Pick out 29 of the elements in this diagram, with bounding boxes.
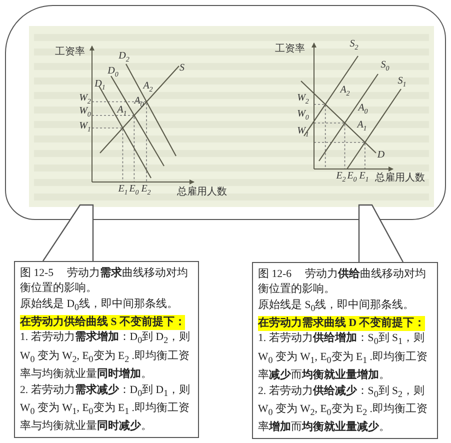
caption-box bbox=[14, 261, 199, 438]
axis-title: 总雇用人数 bbox=[177, 186, 227, 198]
note-text: 在劳动力需求曲线 D 不变前提下： bbox=[258, 316, 426, 332]
curve-label: E$_{2}$ bbox=[141, 184, 151, 198]
curve-label: A$_{1}$ bbox=[117, 104, 127, 120]
curve-label: D$_{0}$ bbox=[108, 66, 118, 80]
note-text: 1. 若劳动力需求增加：D$_{0}$到 D$_{2}$，则 W$_{0}$ 变为 W$_{2}$, E$_{0}$变为 E$_{2}$ .即均衡工资率与均衡就业量同时增加。 bbox=[20, 330, 192, 382]
curve-label: W$_{0}$ bbox=[79, 106, 91, 120]
figure-caption: 图 12-6 劳动力供给曲线移动对均衡位置的影响。 bbox=[258, 267, 428, 298]
curve-label: E$_{0}$ bbox=[129, 184, 139, 198]
note-text: 原始线是 D$_{0}$线，即中间那条线。 bbox=[20, 296, 179, 314]
callout-pointer bbox=[358, 204, 404, 263]
curve-label: W$_{1}$ bbox=[79, 120, 91, 136]
curve-label: A$_{2}$ bbox=[143, 80, 153, 96]
curve-label: A$_{0}$ bbox=[134, 96, 144, 110]
note-text: 1. 若劳动力供给增加：S$_{0}$到 S$_{1}$，则 W$_{0}$ 变为 W$_{1}$, E$_{0}$变为 E$_{1}$ .即均衡工资率减少而均衡就业量增加。 bbox=[258, 331, 428, 384]
note-text: 2. 若劳动力供给减少：S$_{0}$到 S$_{2}$，则 W$_{0}$ 变为 W$_{2}$, E$_{0}$变为 E$_{2}$ .即均衡工资率增加而均衡就业量减少。 bbox=[258, 384, 428, 436]
caption-box bbox=[252, 262, 438, 439]
curve-label: E$_{1}$ bbox=[118, 184, 128, 198]
curve-label: D$_{2}$ bbox=[118, 50, 130, 66]
axis-title: 工资率 bbox=[55, 46, 85, 58]
note-text: 原始线是 S$_{0}$线，即中间那条线。 bbox=[258, 298, 416, 315]
curve-label: S bbox=[180, 62, 184, 74]
curve-label: D$_{1}$ bbox=[94, 78, 106, 94]
note-text: 在劳动力供给曲线 S 不变前提下： bbox=[20, 315, 186, 330]
note-text: 2. 若劳动力需求减少：D$_{0}$到 D$_{1}$，则 W$_{0}$ 变为 W$_{1}$, E$_{0}$变为 E$_{1}$ .即均衡工资率与均衡就业量同时减少。 bbox=[20, 382, 192, 434]
curve-label: S$_{1}$ bbox=[398, 76, 406, 90]
figure-caption: 图 12-5 劳动力需求曲线移动对均衡位置的影响。 bbox=[20, 266, 190, 296]
curve-label: W$_{2}$ bbox=[79, 92, 91, 107]
